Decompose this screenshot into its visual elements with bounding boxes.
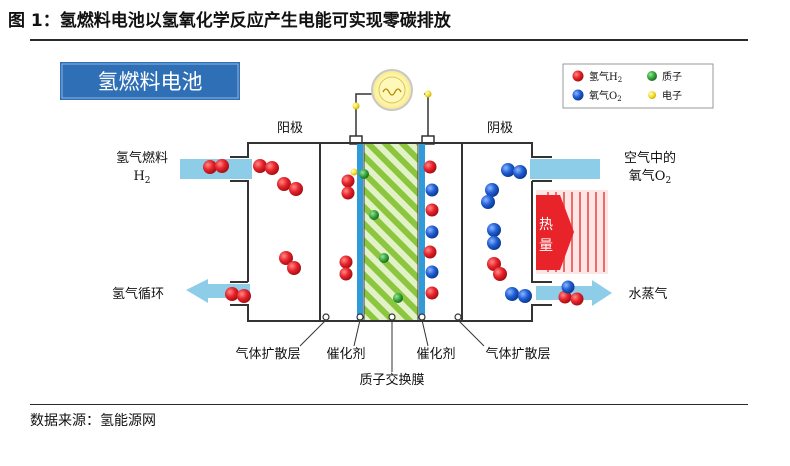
electrode-stack — [319, 142, 463, 322]
protons — [359, 169, 403, 303]
air-oxygen-label: 空气中的 — [624, 150, 676, 166]
legend-hydrogen-subscript: 2 — [618, 76, 622, 84]
heat-output: 热 量 — [536, 190, 608, 274]
legend-oxygen-label: 氧气O — [589, 89, 617, 102]
layer-markers — [299, 313, 485, 372]
catalyst-left-label: 催化剂 — [326, 347, 365, 362]
top-rule — [30, 39, 748, 41]
external-circuit — [349, 69, 435, 145]
electron — [424, 90, 432, 98]
hydrogen-fuel-label: 氢气燃料 — [116, 150, 168, 166]
source-note: 数据来源：氢能源网 — [30, 413, 156, 429]
electrons — [350, 168, 358, 176]
catalyst-right-label: 催化剂 — [416, 347, 455, 362]
electron — [352, 102, 360, 110]
air-inlet-arrow — [530, 159, 600, 179]
legend-oxygen-subscript: 2 — [617, 95, 621, 103]
proton-exchange-membrane — [364, 144, 418, 320]
heat-label-2: 量 — [539, 238, 553, 254]
legend-hydrogen-label: 氢气H — [589, 70, 618, 83]
membrane-label: 质子交换膜 — [359, 372, 424, 388]
legend-hydrogen-swatch — [572, 70, 584, 82]
legend-proton-label: 质子 — [662, 71, 682, 83]
air-oxygen-formula: 氧气O — [629, 168, 666, 184]
air-oxygen-subscript: 2 — [665, 176, 671, 186]
fuel-cell-body — [230, 142, 552, 322]
title-banner: 氢燃料电池 — [60, 62, 240, 100]
legend-electron-swatch — [648, 91, 656, 99]
legend-electron-label: 电子 — [662, 89, 682, 102]
bottom-rule — [30, 404, 748, 405]
gas-diffusion-layer-left-label: 气体扩散层 — [235, 346, 300, 362]
hydrogen-fuel-formula: H — [133, 169, 144, 184]
banner-text: 氢燃料电池 — [98, 70, 203, 94]
svg-text:H2: H2 — [133, 169, 150, 186]
figure-title: 图 1：氢燃料电池以氢氧化学反应产生电能可实现零碳排放 — [8, 11, 451, 31]
hydrogen-recycle-label: 氢气循环 — [112, 286, 164, 302]
svg-text:氧气O2: 氧气O2 — [629, 168, 671, 186]
water-vapor-arrow — [536, 280, 612, 306]
anode-label: 阳极 — [277, 121, 303, 136]
gas-diffusion-layer-right-label: 气体扩散层 — [485, 346, 550, 362]
hydrogen-molecules — [203, 159, 584, 306]
legend-oxygen-swatch — [572, 89, 584, 101]
legend: 氢气H2 质子 氧气O2 电子 — [562, 63, 714, 109]
heat-label-1: 热 — [539, 217, 553, 233]
heat-arrow — [536, 195, 574, 270]
water-vapor-label: 水蒸气 — [628, 286, 667, 302]
hydrogen-fuel-subscript: 2 — [145, 176, 151, 186]
light-bulb-icon — [371, 69, 413, 111]
legend-proton-swatch — [647, 71, 657, 81]
svg-text:氧气O2: 氧气O2 — [589, 89, 622, 103]
svg-text:氢气H2: 氢气H2 — [589, 70, 622, 84]
cathode-label: 阴极 — [487, 121, 513, 136]
oxygen-molecules — [425, 163, 575, 303]
